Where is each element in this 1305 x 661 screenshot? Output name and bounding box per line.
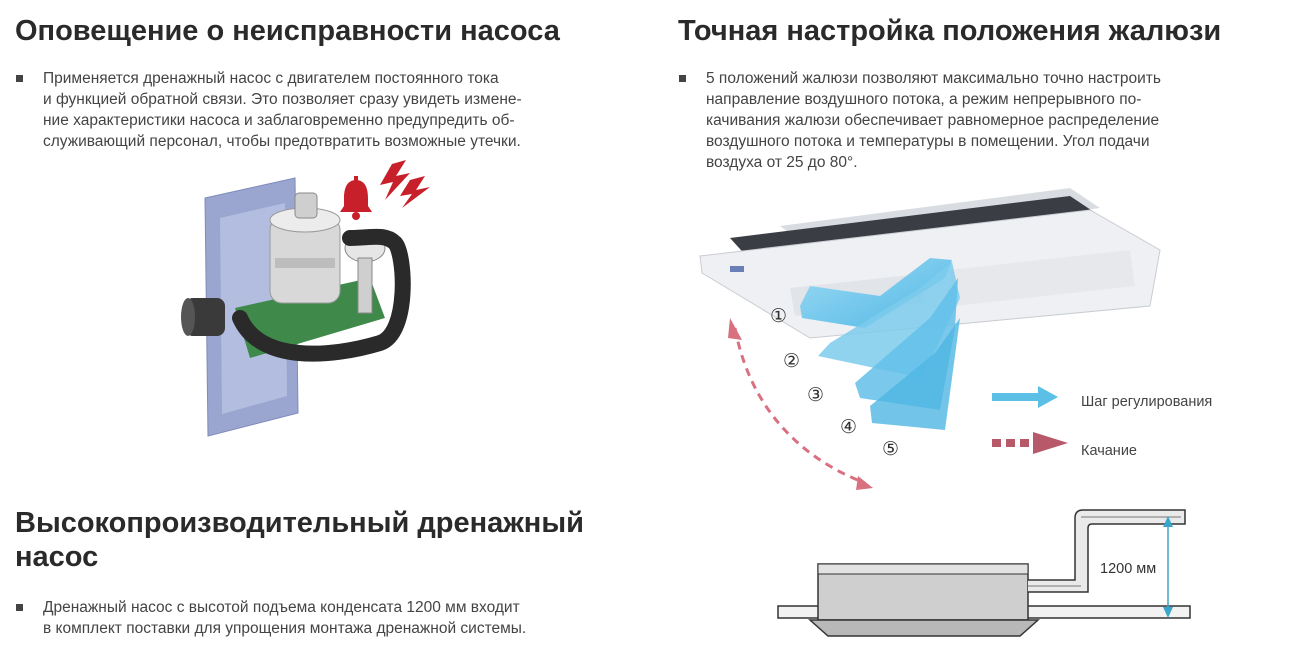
airflow-1 — [800, 258, 952, 328]
louver-diagram: ① ② ③ ④ ⑤ Шаг регулирования Качание — [699, 188, 1212, 490]
position-1: ① — [770, 306, 787, 327]
drain-pipe — [1028, 509, 1186, 593]
pump-illustration — [181, 160, 430, 437]
legend-swing: Качание — [992, 432, 1137, 459]
drain-hose — [232, 228, 411, 362]
legend-swing-label: Качание — [1081, 443, 1137, 459]
swing-arc — [733, 327, 866, 485]
position-3: ③ — [807, 385, 824, 406]
pump-alert-text: Применяется дренажный насос с двигателем… — [16, 68, 643, 152]
unit-panel — [808, 619, 1040, 637]
position-2: ② — [783, 351, 800, 372]
bullet-marker — [679, 75, 686, 82]
lightning-icon — [380, 160, 430, 208]
louver-title: Точная настройка положения жалюзи — [678, 15, 1222, 47]
bell-icon — [340, 176, 372, 220]
position-5: ⑤ — [882, 439, 899, 460]
bullet-marker — [16, 75, 23, 82]
green-bracket — [235, 278, 385, 358]
drain-pump-text: Дренажный насос с высотой подъема конден… — [16, 597, 663, 639]
position-4: ④ — [840, 417, 857, 438]
legend-step-label: Шаг регулирования — [1081, 394, 1212, 410]
height-label: 1200 мм — [1100, 561, 1156, 577]
drain-height-diagram: 1200 мм — [777, 509, 1191, 637]
legend-step: Шаг регулирования — [992, 386, 1212, 410]
bullet-marker — [16, 604, 23, 611]
airflow-4 — [870, 318, 960, 430]
drain-pump-title-line2: насос — [15, 541, 99, 573]
pump-alert-title: Оповещение о неисправности насоса — [15, 15, 560, 47]
drain-stub — [185, 298, 225, 336]
drain-pump-title-line1: Высокопроизводительный дренажный — [15, 507, 584, 539]
louver-text: 5 положений жалюзи позволяют максимально… — [679, 68, 1291, 173]
